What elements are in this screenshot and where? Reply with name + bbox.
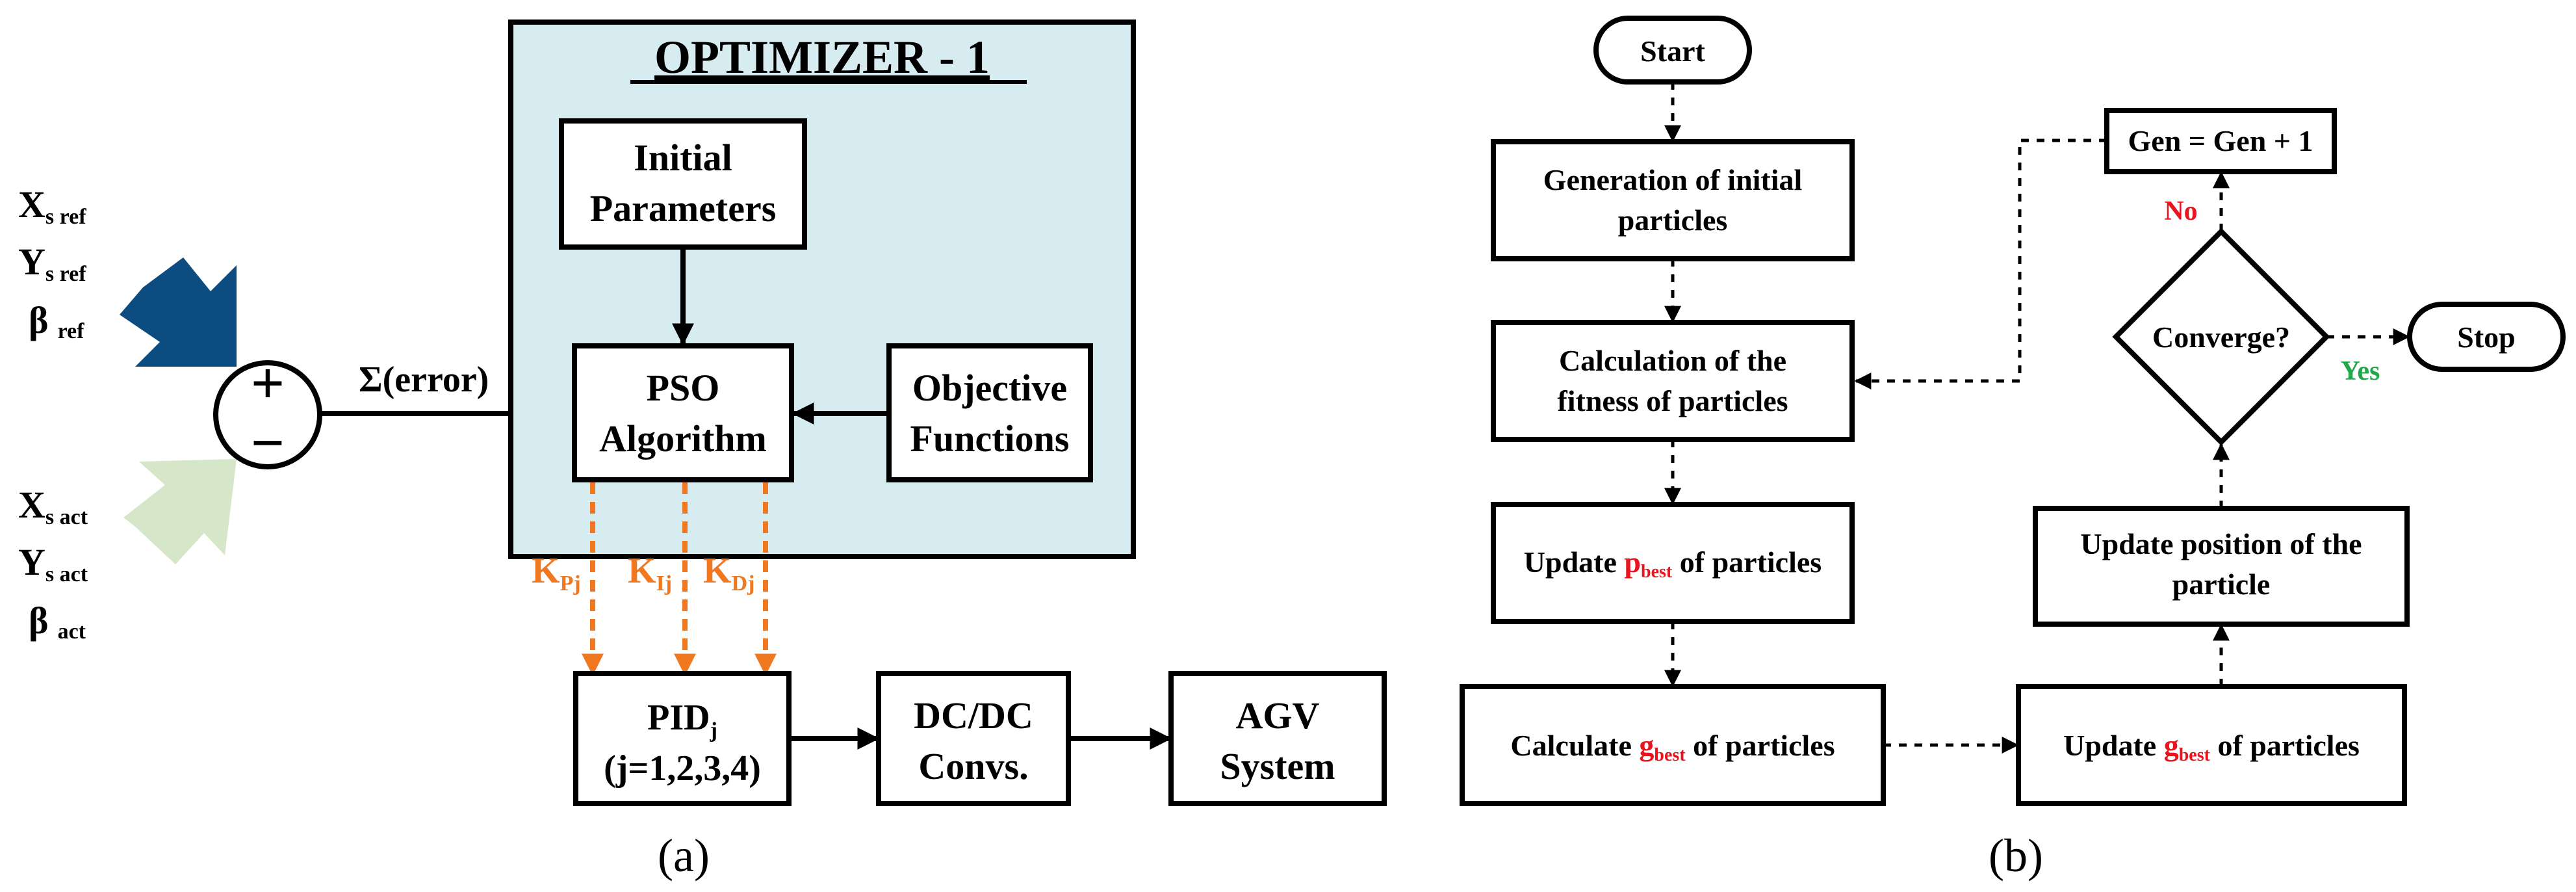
optimizer-title: OPTIMIZER - 1: [654, 31, 990, 83]
stop-terminal: [2407, 302, 2566, 372]
x-ref-label: Xs ref: [18, 183, 86, 229]
calc-fitness-line2: fitness of particles: [1557, 384, 1788, 417]
gen-initial-line2: particles: [1618, 203, 1728, 237]
minus-sign: −: [251, 410, 285, 476]
objective-functions-box: [886, 343, 1093, 482]
plus-sign: +: [251, 350, 285, 416]
error-label: Σ(error): [359, 360, 489, 400]
gen-increment-label: Gen = Gen + 1: [2128, 124, 2313, 157]
agv-line2: System: [1220, 745, 1335, 787]
y-act-label: Ys act: [18, 541, 88, 586]
pso-line2: Algorithm: [599, 417, 767, 460]
ki-label: KIj: [628, 551, 672, 596]
update-pbest-label: Update pbest of particles: [1524, 545, 1822, 582]
update-position-line1: Update position of the: [2080, 527, 2362, 560]
converge-label: Converge?: [2152, 321, 2290, 354]
update-position-box: [2033, 506, 2410, 627]
kd-label: KDj: [703, 551, 754, 596]
agv-line1: AGV: [1236, 694, 1320, 737]
loop-back-arrow: [1854, 138, 2107, 389]
update-gbest-box: [2016, 684, 2407, 806]
dcdc-line1: DC/DC: [914, 694, 1033, 737]
gen-initial-line1: Generation of initial: [1543, 163, 1803, 196]
update-pbest-box: [1491, 502, 1855, 624]
reference-arrow: [120, 257, 237, 367]
gen-increment-box: [2104, 108, 2337, 174]
converge-decision: [2112, 228, 2330, 446]
pso-algorithm-box: [572, 343, 794, 482]
initial-parameters-line1: Initial: [634, 137, 732, 179]
caption-b: (b): [1989, 830, 2043, 882]
yes-label: Yes: [2341, 356, 2380, 386]
objective-line1: Objective: [912, 367, 1067, 409]
calc-fitness-box: [1491, 320, 1855, 442]
calc-gbest-box: [1460, 684, 1886, 806]
dcdc-box: [876, 671, 1071, 806]
pid-line1: PIDj: [647, 698, 717, 742]
calc-gbest-label: Calculate gbest of particles: [1510, 729, 1835, 765]
kp-label: KPj: [532, 551, 581, 596]
dcdc-line2: Convs.: [918, 745, 1028, 787]
no-label: No: [2164, 196, 2197, 226]
actual-arrow: [123, 459, 237, 564]
start-label: Start: [1640, 34, 1705, 68]
y-ref-label: Ys ref: [18, 241, 86, 286]
calc-fitness-line1: Calculation of the: [1559, 344, 1786, 377]
pid-line2: (j=1,2,3,4): [604, 748, 761, 789]
initial-parameters-line2: Parameters: [590, 187, 777, 230]
panel-b: Start Generation of initial particles Ca…: [1460, 16, 2566, 882]
pso-line1: PSO: [647, 367, 720, 409]
x-act-label: Xs act: [18, 484, 88, 529]
caption-a: (a): [658, 830, 710, 882]
summing-junction: + −: [213, 350, 322, 476]
agv-system-box: [1168, 671, 1387, 806]
objective-line2: Functions: [910, 417, 1070, 460]
gen-initial-box: [1491, 139, 1855, 261]
update-position-line2: particle: [2172, 568, 2271, 601]
update-gbest-label: Update gbest of particles: [2063, 729, 2360, 765]
stop-label: Stop: [2457, 321, 2515, 354]
pid-box: [573, 671, 792, 806]
